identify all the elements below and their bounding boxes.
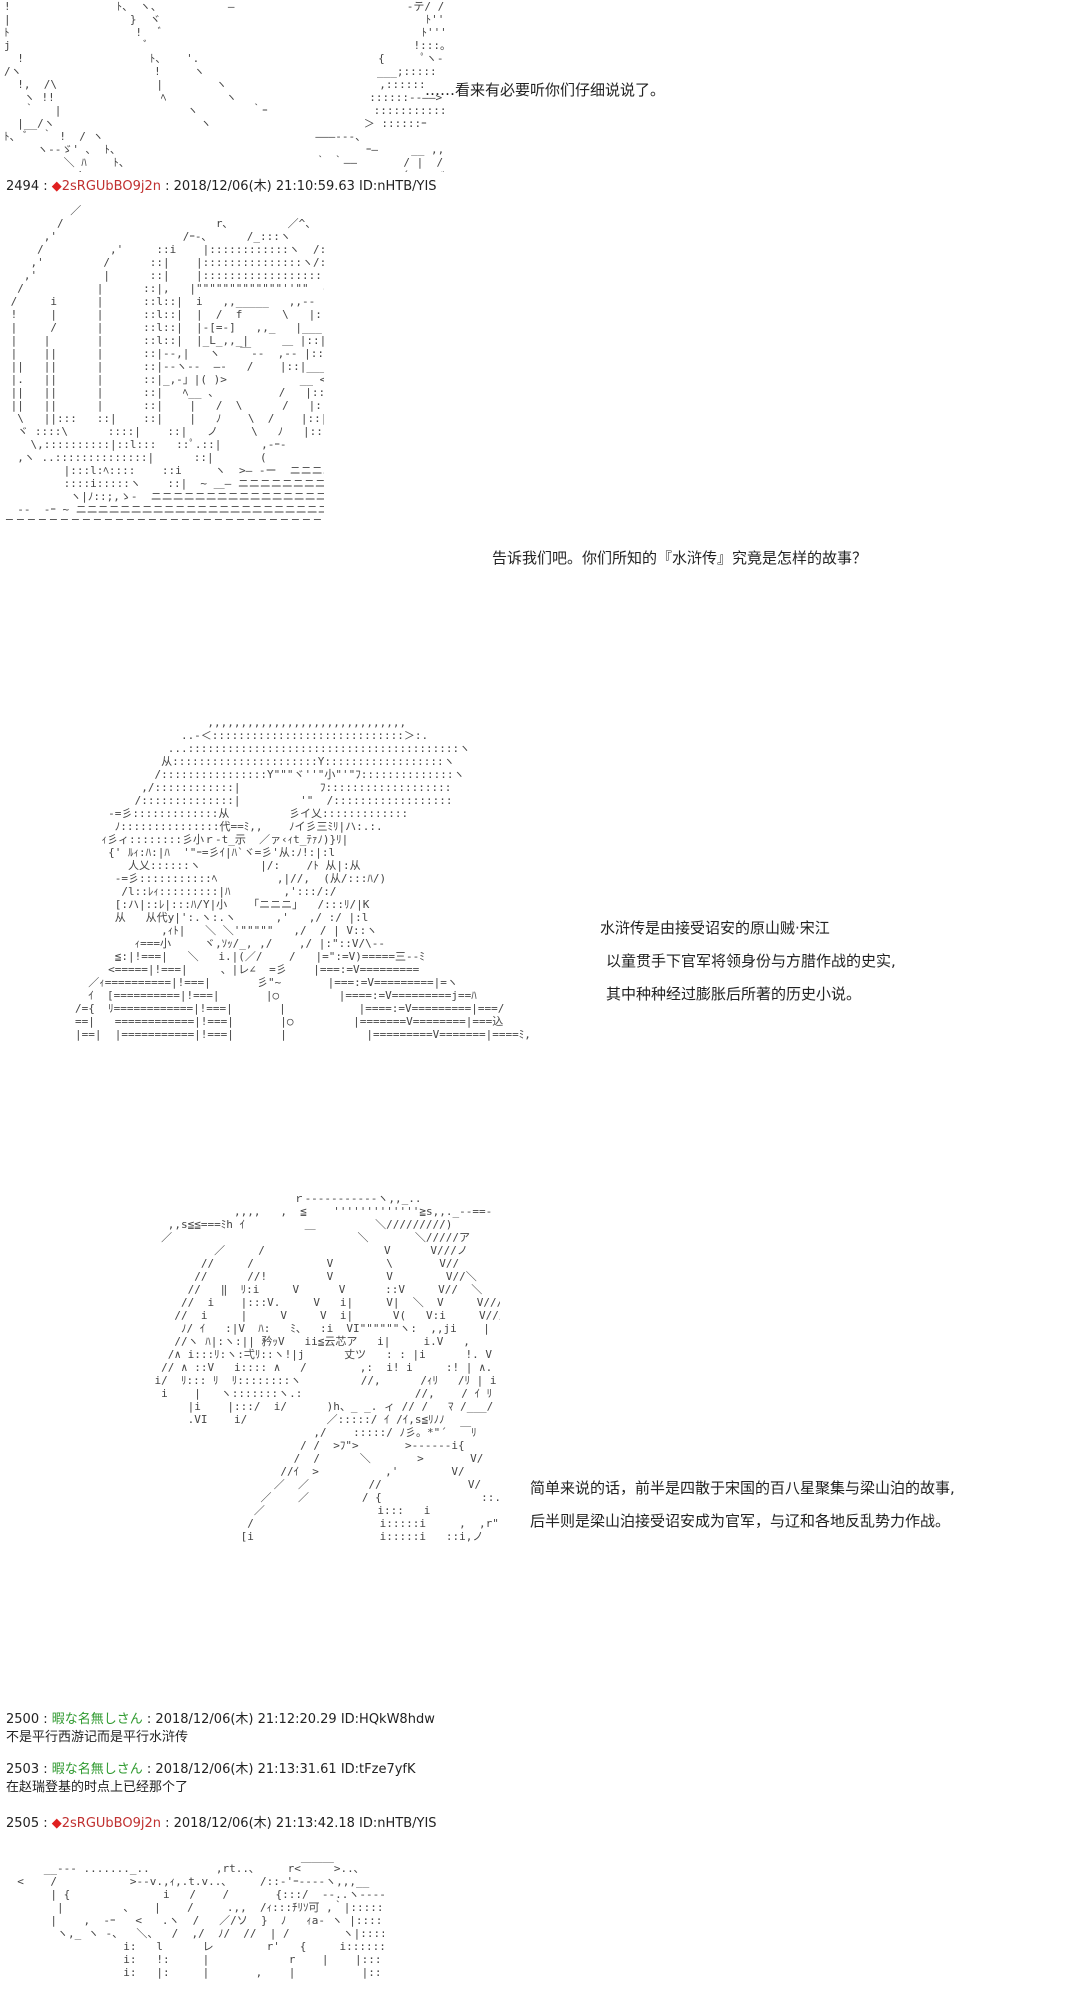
post-body-2500: 不是平行西游记而是平行水浒传 [6,1730,189,1745]
post-separator: : [39,1762,52,1777]
post-number[interactable]: 2500 [6,1712,40,1727]
post-header-2503: 2503 : 暇な名無しさん : 2018/12/06(木) 21:13:31.… [6,1761,416,1779]
ascii-art-3: ,,,,,,,,,,,,,,,,,,,,,,,,,,,,,, ..-＜:::::… [74,716,531,1041]
ascii-art-5: __‐‐‐ ......._.. ,rt..､ r<￣￣￣>..､ < / >‐… [17,1862,384,1979]
narration-1: ……看来有必要听你们仔细说说了。 [425,80,665,100]
post-separator: : [39,1712,52,1727]
narration-3-line-3: 其中种种经过膨胀后所著的历史小说。 [606,985,862,1003]
post-body-2503: 在赵瑞登基的时点上已经那个了 [6,1780,189,1795]
narration-2: 告诉我们吧。你们所知的『水浒传』究竟是怎样的故事？ [492,548,867,568]
post-number[interactable]: 2494 [6,179,40,194]
poster-tripcode[interactable]: 2sRGUbBO9j2n [61,1816,161,1831]
post-header-2500: 2500 : 暇な名無しさん : 2018/12/06(木) 21:12:20.… [6,1711,435,1729]
ascii-art-1: ! ﾄ、 ヽ、 ― -テ/ /ミﾘ/二/ | } ヾ ﾄ''ﾌ''__::!ﾚﾞ… [4,0,444,172]
narration-3-line-2: 以童贯手下官军将领身份与方腊作战的史实, [606,952,896,970]
post-number[interactable]: 2505 [6,1816,40,1831]
trip-diamond-icon: ◆ [51,1816,62,1831]
narration-4-line-2: 后半则是梁山泊接受诏安成为官军，与辽和各地反乱势力作战。 [530,1512,951,1530]
post-colon: : [142,1712,156,1727]
poster-tripcode[interactable]: 2sRGUbBO9j2n [61,179,161,194]
narration-3: 水浒传是由接受诏安的原山贼·宋江 以童贯手下官军将领身份与方腊作战的史实, 其中… [600,918,896,1017]
poster-name[interactable]: 暇な名無しさん [51,1762,143,1777]
post-meta: 2018/12/06(木) 21:13:42.18 ID:nHTB/YIS [173,1816,437,1831]
post-header-2494: 2494 : ◆2sRGUbBO9j2n : 2018/12/06(木) 21:… [6,178,437,196]
post-colon: : [142,1762,156,1777]
post-meta: 2018/12/06(木) 21:13:31.61 ID:tFze7yfK [155,1762,416,1777]
post-meta: 2018/12/06(木) 21:10:59.63 ID:nHTB/YIS [173,179,437,194]
trip-diamond-icon: ◆ [51,179,62,194]
post-colon: : [160,1816,174,1831]
narration-1-text: ……看来有必要听你们仔细说说了。 [425,81,666,99]
post-header-2505: 2505 : ◆2sRGUbBO9j2n : 2018/12/06(木) 21:… [6,1815,437,1833]
post-meta: 2018/12/06(木) 21:12:20.29 ID:HQkW8hdw [155,1712,435,1727]
narration-4: 简单来说的话，前半是四散于宋国的百八星聚集与梁山泊的故事, 后半则是梁山泊接受诏… [530,1478,955,1544]
post-separator: : [39,179,52,194]
ascii-art-4: ｒ‐‐‐‐‐‐‐‐‐‐‐ヽ,,_.. ,,,, , ≦ ''''''''''''… [154,1192,500,1543]
narration-3-line-1: 水浒传是由接受诏安的原山贼·宋江 [600,919,830,937]
poster-name[interactable]: 暇な名無しさん [51,1712,143,1727]
narration-2-text: 告诉我们吧。你们所知的『水浒传』究竟是怎样的故事？ [492,549,868,567]
post-colon: : [160,179,174,194]
post-separator: : [39,1816,52,1831]
narration-4-line-1: 简单来说的话，前半是四散于宋国的百八星聚集与梁山泊的故事, [530,1479,955,1497]
ascii-art-2: ／ / r､ ／^、 ,' /ｰ‐､ /_:::ヽ / ,' ::i |::::… [4,204,324,520]
post-number[interactable]: 2503 [6,1762,40,1777]
